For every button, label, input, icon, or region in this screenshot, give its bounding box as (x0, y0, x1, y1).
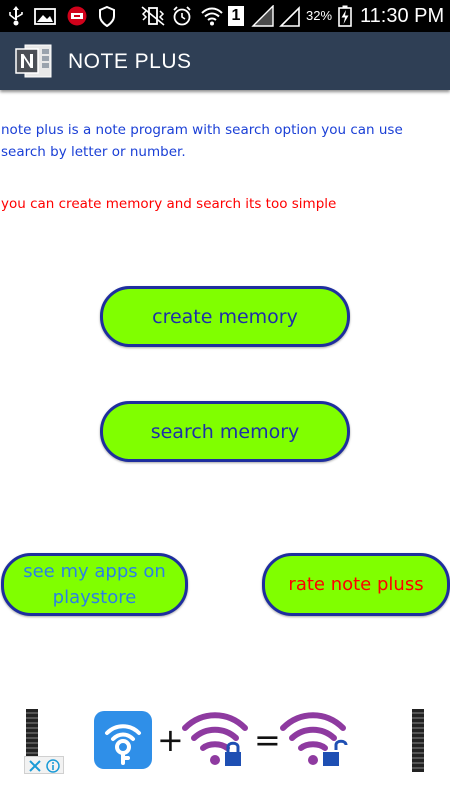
wifi-icon (201, 7, 223, 26)
equals-icon: = (254, 721, 281, 759)
ad-controls (24, 756, 64, 774)
usb-icon (9, 6, 23, 26)
app-tagline: you can create memory and search its too… (1, 196, 337, 212)
ad-right-stripe (412, 709, 424, 772)
action-bar: NOTE PLUS (0, 32, 450, 90)
signal-icon (251, 5, 274, 27)
locked-wifi-icon (182, 712, 248, 766)
see-my-apps-button[interactable]: see my apps on playstore (1, 553, 188, 616)
clock: 11:30 PM (360, 5, 445, 27)
wifi-key-icon[interactable] (94, 711, 152, 769)
rate-app-button[interactable]: rate note pluss (262, 553, 450, 616)
battery-icon (338, 5, 352, 27)
close-x-icon[interactable] (28, 759, 42, 773)
status-bar: 1 32% 11:30 PM (0, 0, 450, 32)
unlocked-wifi-icon (280, 712, 348, 766)
gallery-icon (34, 8, 56, 25)
search-memory-button[interactable]: search memory (100, 401, 350, 462)
battery-percent: 32% (306, 8, 333, 23)
notification-app-icon (67, 6, 87, 26)
plus-icon: + (157, 721, 184, 759)
wifi-signal-icon (279, 6, 300, 27)
app-description: note plus is a note program with search … (1, 122, 403, 160)
vibrate-icon (141, 6, 165, 26)
info-icon[interactable] (46, 759, 60, 773)
signal-badge: 1 (228, 6, 244, 26)
ad-banner[interactable]: + = (24, 704, 426, 776)
onenote-icon[interactable] (15, 43, 53, 79)
create-memory-button[interactable]: create memory (100, 286, 350, 347)
app-title: NOTE PLUS (68, 50, 192, 73)
alarm-icon (173, 6, 191, 26)
sync-icon (99, 5, 115, 27)
